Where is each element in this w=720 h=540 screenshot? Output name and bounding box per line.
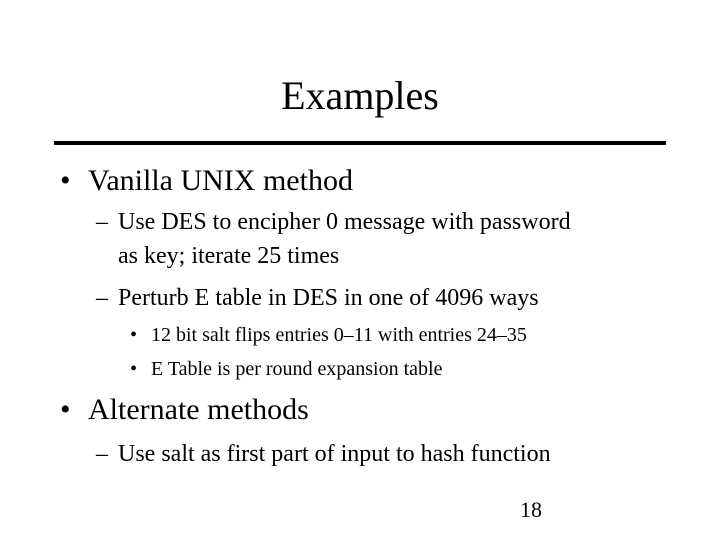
subsubbullet-text: E Table is per round expansion table — [151, 358, 443, 380]
subbullet-use-salt: –Use salt as first part of input to hash… — [96, 439, 551, 469]
page-number: 18 — [520, 497, 542, 522]
bullet-mark: • — [60, 164, 71, 197]
subbullet-use-des: –Use DES to encipher 0 message with pass… — [96, 207, 571, 237]
bullet-mark: • — [130, 324, 138, 346]
bullet-mark: • — [60, 393, 71, 426]
slide-title: Examples — [281, 73, 439, 118]
subbullet-perturb-e-table: –Perturb E table in DES in one of 4096 w… — [96, 283, 539, 313]
subsubbullet-e-table: • E Table is per round expansion table — [130, 356, 442, 382]
subbullet-text-line1: Use DES to encipher 0 message with passw… — [118, 209, 571, 235]
subbullet-use-des-continuation: as key; iterate 25 times — [118, 243, 340, 269]
subsubbullet-text: 12 bit salt flips entries 0–11 with entr… — [151, 324, 527, 346]
title-underline-rule — [54, 141, 666, 145]
bullet-text: Alternate methods — [88, 393, 309, 426]
subbullet-text: Perturb E table in DES in one of 4096 wa… — [118, 285, 539, 311]
dash-mark: – — [96, 441, 108, 467]
bullet-text: Vanilla UNIX method — [88, 164, 353, 197]
dash-mark: – — [96, 285, 108, 311]
subbullet-text: Use salt as first part of input to hash … — [118, 441, 551, 467]
bullet-vanilla-unix-method: • Vanilla UNIX method — [60, 163, 353, 199]
subsubbullet-salt-flips: • 12 bit salt flips entries 0–11 with ent… — [130, 322, 527, 348]
bullet-alternate-methods: • Alternate methods — [60, 392, 309, 428]
bullet-mark: • — [130, 358, 138, 380]
dash-mark: – — [96, 209, 108, 235]
